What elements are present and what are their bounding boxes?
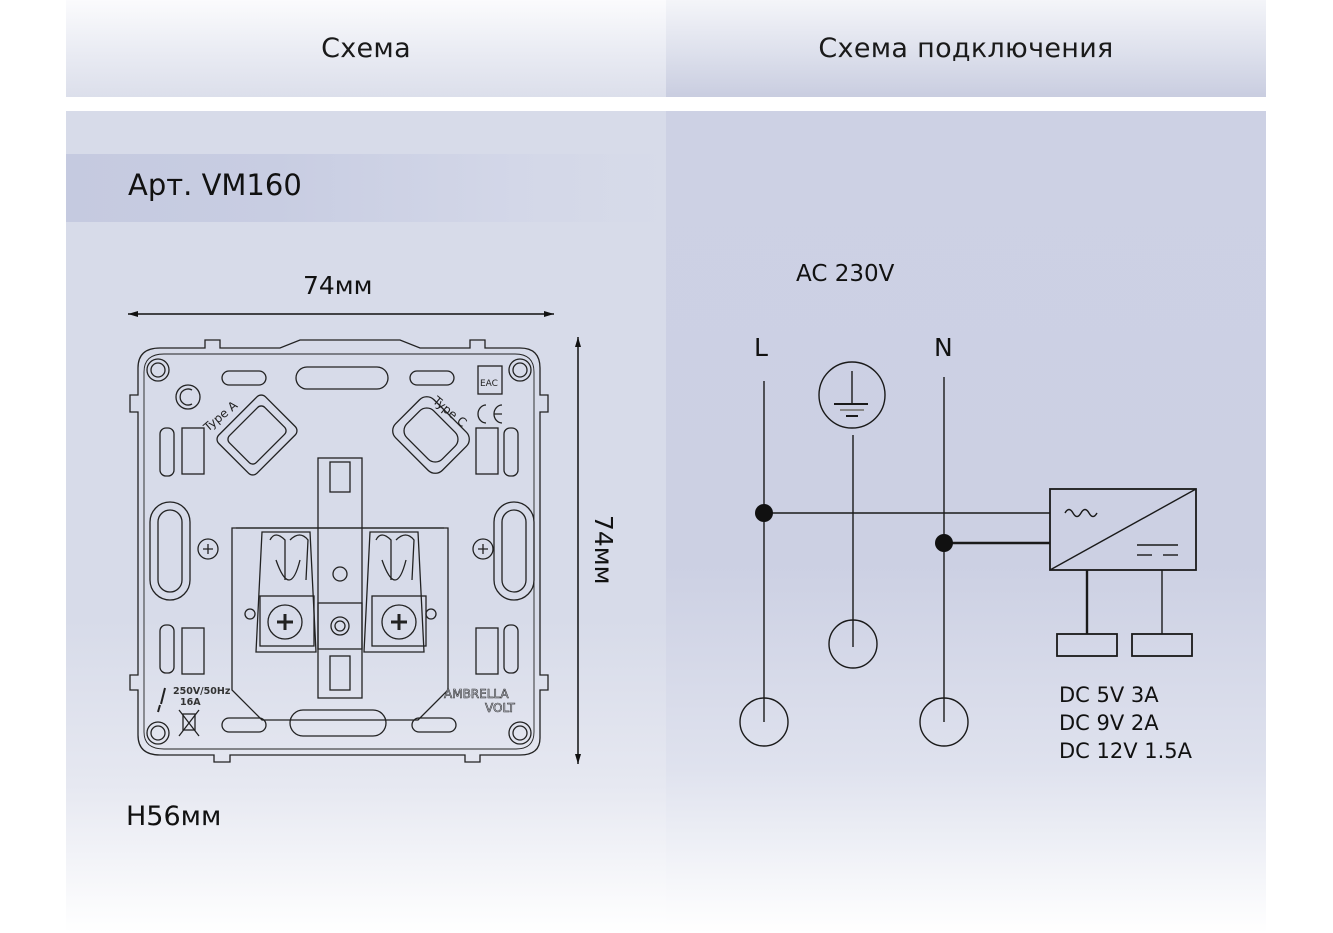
mount-slot — [221, 717, 267, 733]
mount-slot — [295, 366, 389, 390]
header-connection-title: Схема подключения — [818, 33, 1114, 64]
phase-junction — [755, 504, 773, 522]
neutral-terminal — [919, 697, 969, 747]
article-band — [66, 154, 666, 222]
mount-slot — [409, 370, 455, 386]
phase-label: L — [754, 333, 768, 362]
phase-terminal — [739, 697, 789, 747]
screw — [472, 538, 494, 560]
rating-voltage: 250V/50Hz — [173, 686, 231, 697]
mount-slot — [149, 501, 191, 601]
usb-c-output-port — [1131, 633, 1193, 657]
mount-hole — [146, 358, 170, 382]
eac-mark-icon — [477, 365, 503, 395]
article-number: Арт. VM160 — [128, 168, 302, 202]
usb-c-port — [392, 396, 470, 474]
mount-slot — [493, 501, 535, 601]
ground-terminal-circle — [828, 619, 878, 669]
mount-slot — [411, 717, 457, 733]
dc-output-item: DC 9V 2A — [1059, 711, 1159, 735]
supply-voltage-label: AC 230V — [796, 261, 895, 287]
usb-a-port — [216, 394, 298, 476]
schema-panel — [66, 111, 666, 933]
header-connection-schema: Схема подключения — [666, 0, 1266, 97]
mount-hole — [146, 721, 170, 745]
brand-text-line2: VOLT — [485, 701, 515, 715]
screw — [197, 538, 219, 560]
width-dimension-label: 74мм — [303, 271, 373, 300]
eac-text: EAC — [480, 379, 498, 389]
frame-outline — [129, 339, 549, 763]
terminal-left — [255, 531, 317, 653]
header-schema-title: Схема — [321, 33, 411, 64]
weee-disposal-icon — [178, 709, 200, 737]
neutral-label: N — [934, 333, 953, 362]
dc-output-item: DC 12V 1.5A — [1059, 739, 1193, 763]
depth-dimension-label: H56мм — [126, 801, 222, 832]
neutral-junction — [935, 534, 953, 552]
usb-a-output-port — [1056, 633, 1118, 657]
mount-slot — [221, 370, 267, 386]
header-schema: Схема — [66, 0, 666, 97]
mount-hole — [508, 721, 532, 745]
mount-slot — [289, 709, 387, 737]
mount-slot — [157, 509, 183, 593]
ac-dc-converter-icon — [1049, 488, 1197, 571]
ground-symbol-icon — [818, 361, 886, 429]
rating-current: 16A — [180, 697, 201, 708]
dc-output-item: DC 5V 3A — [1059, 683, 1159, 707]
dc-output-list: DC 5V 3A DC 9V 2A DC 12V 1.5A — [1059, 681, 1192, 765]
mount-slot — [501, 509, 527, 593]
terminal-right — [363, 531, 427, 653]
connection-panel — [666, 111, 1266, 933]
socket-mechanism — [129, 339, 549, 763]
ce-mark-icon — [477, 404, 503, 424]
brand-text-line1: AMBRELLA — [444, 687, 509, 701]
ground-terminal — [317, 602, 363, 650]
mount-hole — [508, 358, 532, 382]
brand-logo-icon — [175, 384, 201, 410]
screwdriver-icon — [157, 687, 166, 713]
